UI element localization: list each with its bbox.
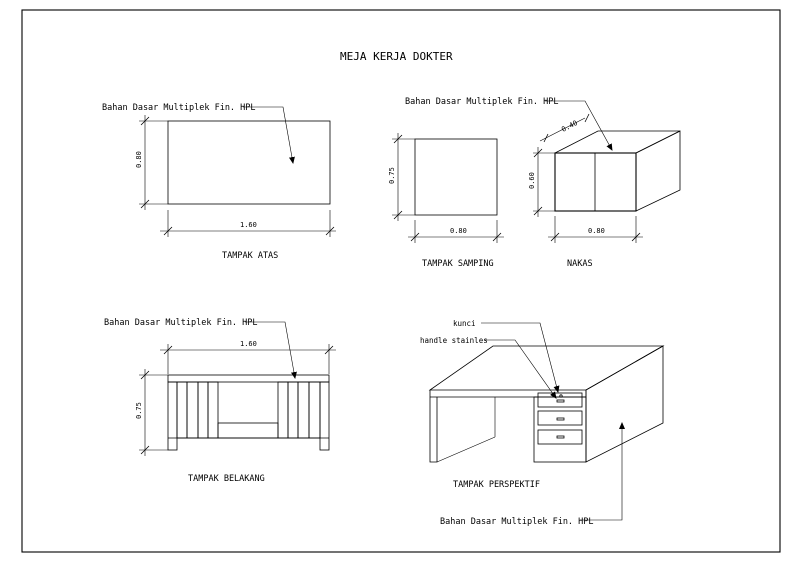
back-view-modesty-panel	[217, 422, 279, 439]
perspective-material-note: Bahan Dasar Multiplek Fin. HPL	[440, 517, 594, 527]
perspective-drawer-1	[537, 392, 583, 408]
perspective-side-panel	[585, 345, 664, 463]
back-view-label: TAMPAK BELAKANG	[188, 474, 265, 484]
side-view-label: TAMPAK SAMPING	[422, 259, 494, 269]
back-view: Bahan Dasar Multiplek Fin. HPL 1.60 0.75	[104, 318, 336, 484]
nakas-side	[635, 130, 681, 212]
side-view: 0.75 0.80 TAMPAK SAMPING	[388, 133, 504, 269]
top-view: 0.80 1.60 TAMPAK ATAS Bahan Dasar Multip…	[102, 103, 336, 261]
sheet-border	[21, 9, 781, 553]
perspective-note-handle: handle stainles	[420, 336, 488, 345]
perspective-desktop-top	[428, 345, 665, 391]
nakas-view: Bahan Dasar Multiplek Fin. HPL 0.40 0.60…	[405, 97, 681, 269]
perspective-view: kunci handle stainles Bahan Dasar Multip…	[420, 319, 665, 527]
nakas-height-dim: 0.60	[528, 172, 536, 189]
back-view-material-note: Bahan Dasar Multiplek Fin. HPL	[104, 318, 258, 328]
side-view-outline	[414, 138, 498, 216]
perspective-drawer-2	[537, 410, 583, 426]
sheet-title: MEJA KERJA DOKTER	[340, 50, 453, 63]
perspective-label: TAMPAK PERSPEKTIF	[453, 480, 540, 490]
nakas-top	[554, 130, 681, 154]
top-view-label: TAMPAK ATAS	[222, 251, 278, 261]
perspective-drawer-3	[537, 429, 583, 445]
side-view-width-dim: 0.80	[450, 227, 467, 235]
nakas-depth-dim: 0.40	[560, 119, 579, 134]
top-view-material-note: Bahan Dasar Multiplek Fin. HPL	[102, 103, 256, 113]
back-view-width-dim: 1.60	[240, 340, 257, 348]
back-view-height-dim: 0.75	[135, 402, 143, 419]
back-view-top-slab	[167, 374, 330, 383]
top-view-width-dim: 1.60	[240, 221, 257, 229]
perspective-note-lock: kunci	[453, 319, 476, 328]
top-view-depth-dim: 0.80	[135, 151, 143, 168]
top-view-outline	[167, 120, 331, 205]
nakas-label: NAKAS	[567, 259, 593, 269]
nakas-front	[554, 152, 637, 212]
nakas-width-dim: 0.80	[588, 227, 605, 235]
nakas-material-note: Bahan Dasar Multiplek Fin. HPL	[405, 97, 559, 107]
side-view-height-dim: 0.75	[388, 167, 396, 184]
